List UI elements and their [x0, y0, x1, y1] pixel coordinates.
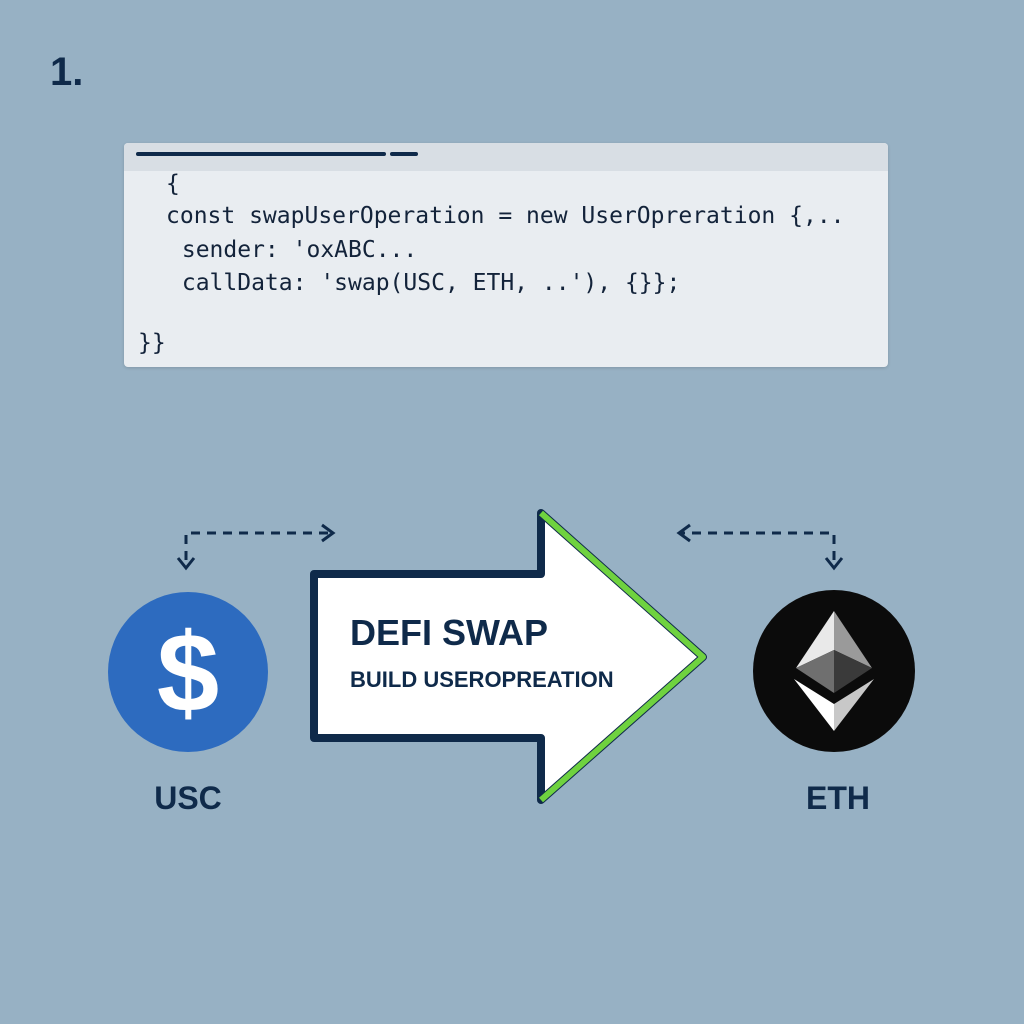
arrow-subtitle: BUILD USEROPREATION: [350, 667, 614, 692]
ethereum-icon: [753, 590, 915, 752]
usc-label: USC: [154, 780, 222, 816]
code-line-calldata: callData: 'swap(USC, ETH, ..'), {}};: [168, 270, 681, 296]
code-line-open-brace: {: [166, 171, 180, 197]
header-line-short: [390, 152, 418, 156]
code-line-sender: sender: 'oxABC...: [168, 237, 418, 263]
code-line-const: const swapUserOperation = new UserOprera…: [166, 203, 845, 229]
eth-label: ETH: [806, 780, 870, 816]
code-panel: { const swapUserOperation = new UserOpre…: [124, 143, 888, 367]
header-line-long: [136, 152, 386, 156]
right-dashed-connector: [676, 523, 844, 571]
code-panel-header: [124, 143, 888, 171]
code-line-close-brace: }}: [138, 330, 166, 356]
dollar-icon: $: [156, 609, 220, 735]
usc-coin: [108, 592, 268, 752]
swap-arrow: [310, 509, 707, 804]
arrow-title: DEFI SWAP: [350, 612, 549, 653]
step-number: 1.: [50, 50, 84, 94]
left-dashed-connector: [176, 523, 336, 571]
